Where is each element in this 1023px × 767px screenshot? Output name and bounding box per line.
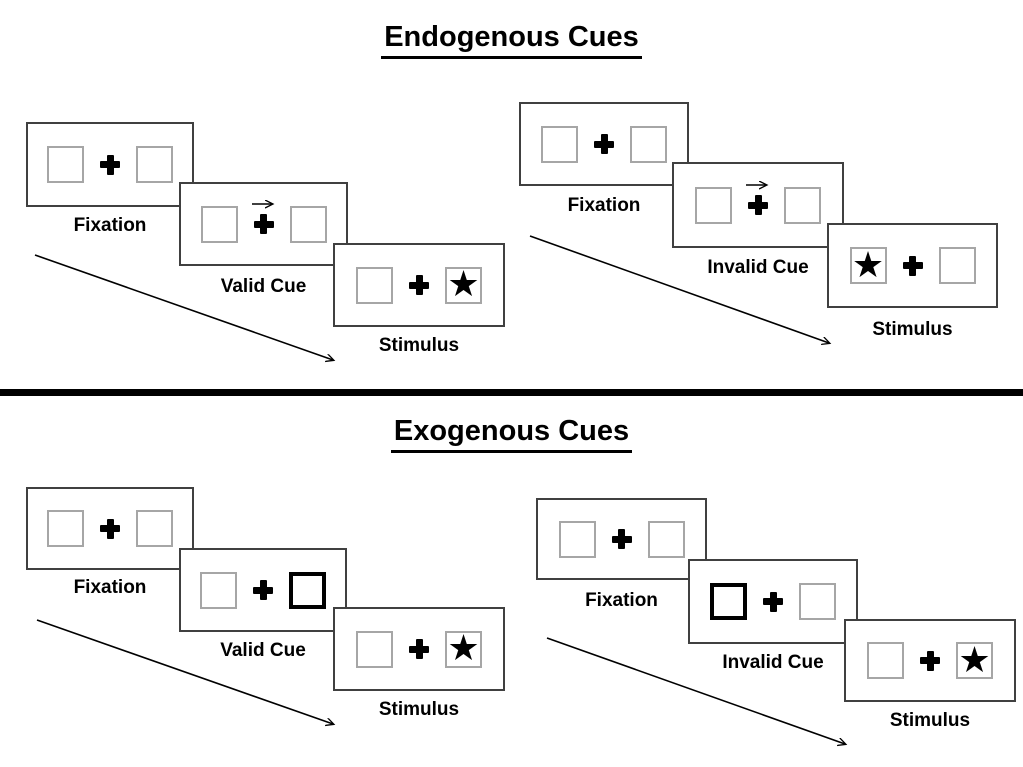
panel-label-fixation: Fixation	[567, 195, 641, 216]
left-placeholder-square	[356, 630, 393, 668]
endogenous-invalid-stimulus-panel: ★	[827, 223, 998, 308]
sequence-time-arrow	[529, 235, 837, 350]
left-placeholder-square	[558, 520, 596, 558]
right-bold-cue-square	[289, 571, 326, 609]
section-divider	[0, 389, 1023, 396]
right-placeholder-square	[799, 583, 836, 620]
right-placeholder-square	[289, 205, 327, 243]
left-placeholder-square	[47, 510, 84, 547]
right-placeholder-square	[938, 247, 976, 284]
right-target-square: ★	[445, 263, 482, 304]
star-stimulus-icon: ★	[958, 638, 991, 680]
panel-label-invalid-cue: Invalid Cue	[722, 652, 824, 673]
left-placeholder-square	[541, 125, 578, 163]
fixation-cross-icon	[409, 639, 429, 659]
fixation-cross-icon	[251, 214, 274, 234]
left-placeholder-square	[200, 571, 237, 609]
panel-label-stimulus: Stimulus	[872, 319, 953, 340]
fixation-cross-icon	[253, 580, 273, 600]
exogenous-invalid-stimulus-panel: ★	[844, 619, 1016, 702]
left-placeholder-square	[695, 186, 732, 224]
star-stimulus-icon: ★	[851, 243, 885, 285]
right-placeholder-square	[647, 520, 685, 558]
left-target-square: ★	[849, 243, 887, 285]
left-placeholder-square	[867, 642, 904, 679]
endogenous-valid-cue-panel	[179, 182, 348, 266]
right-placeholder-square	[136, 510, 173, 547]
exogenous-valid-fixation-panel	[26, 487, 194, 570]
exogenous-valid-cue-panel	[179, 548, 347, 632]
left-placeholder-square	[47, 146, 84, 183]
exogenous-invalid-cue-panel	[688, 559, 858, 644]
section-title-endogenous: Endogenous Cues	[0, 21, 1023, 59]
star-stimulus-icon: ★	[447, 627, 480, 668]
endogenous-invalid-cue-panel	[672, 162, 844, 248]
right-arrow-cue-icon	[746, 180, 775, 190]
panel-label-stimulus: Stimulus	[378, 335, 460, 356]
fixation-cross-icon	[409, 275, 429, 295]
fixation-cross-icon	[746, 195, 768, 215]
right-target-square: ★	[956, 638, 993, 680]
panel-label-valid-cue: Valid Cue	[220, 276, 307, 297]
sequence-time-arrow	[36, 619, 341, 731]
panel-label-fixation: Fixation	[73, 215, 147, 236]
fixation-cross-icon	[100, 518, 120, 539]
left-bold-cue-square	[710, 583, 747, 620]
endogenous-invalid-fixation-panel	[519, 102, 689, 186]
exogenous-invalid-fixation-panel	[536, 498, 707, 580]
panel-label-stimulus: Stimulus	[378, 699, 460, 720]
fixation-cross-icon	[902, 255, 923, 276]
fixation-cross-icon	[594, 134, 614, 154]
panel-label-fixation: Fixation	[585, 590, 658, 611]
panel-label-valid-cue: Valid Cue	[220, 640, 306, 661]
panel-label-invalid-cue: Invalid Cue	[707, 257, 809, 278]
fixation-cross-icon	[763, 591, 783, 612]
star-stimulus-icon: ★	[447, 263, 480, 304]
panel-label-fixation: Fixation	[73, 577, 147, 598]
sequence-time-arrow	[34, 254, 341, 367]
fixation-cross-icon	[920, 650, 940, 671]
right-target-square: ★	[445, 627, 482, 668]
fixation-cross-icon	[611, 529, 632, 549]
right-placeholder-square	[630, 125, 667, 163]
right-arrow-cue-icon	[251, 199, 281, 209]
right-placeholder-square	[136, 146, 173, 183]
endogenous-valid-stimulus-panel: ★	[333, 243, 505, 327]
section-title-exogenous: Exogenous Cues	[0, 415, 1023, 453]
left-placeholder-square	[200, 205, 238, 243]
panel-label-stimulus: Stimulus	[889, 710, 971, 731]
fixation-cross-icon	[100, 154, 120, 175]
sequence-time-arrow	[546, 637, 853, 751]
right-placeholder-square	[784, 186, 821, 224]
left-placeholder-square	[356, 266, 393, 304]
endogenous-valid-fixation-panel	[26, 122, 194, 207]
exogenous-valid-stimulus-panel: ★	[333, 607, 505, 691]
